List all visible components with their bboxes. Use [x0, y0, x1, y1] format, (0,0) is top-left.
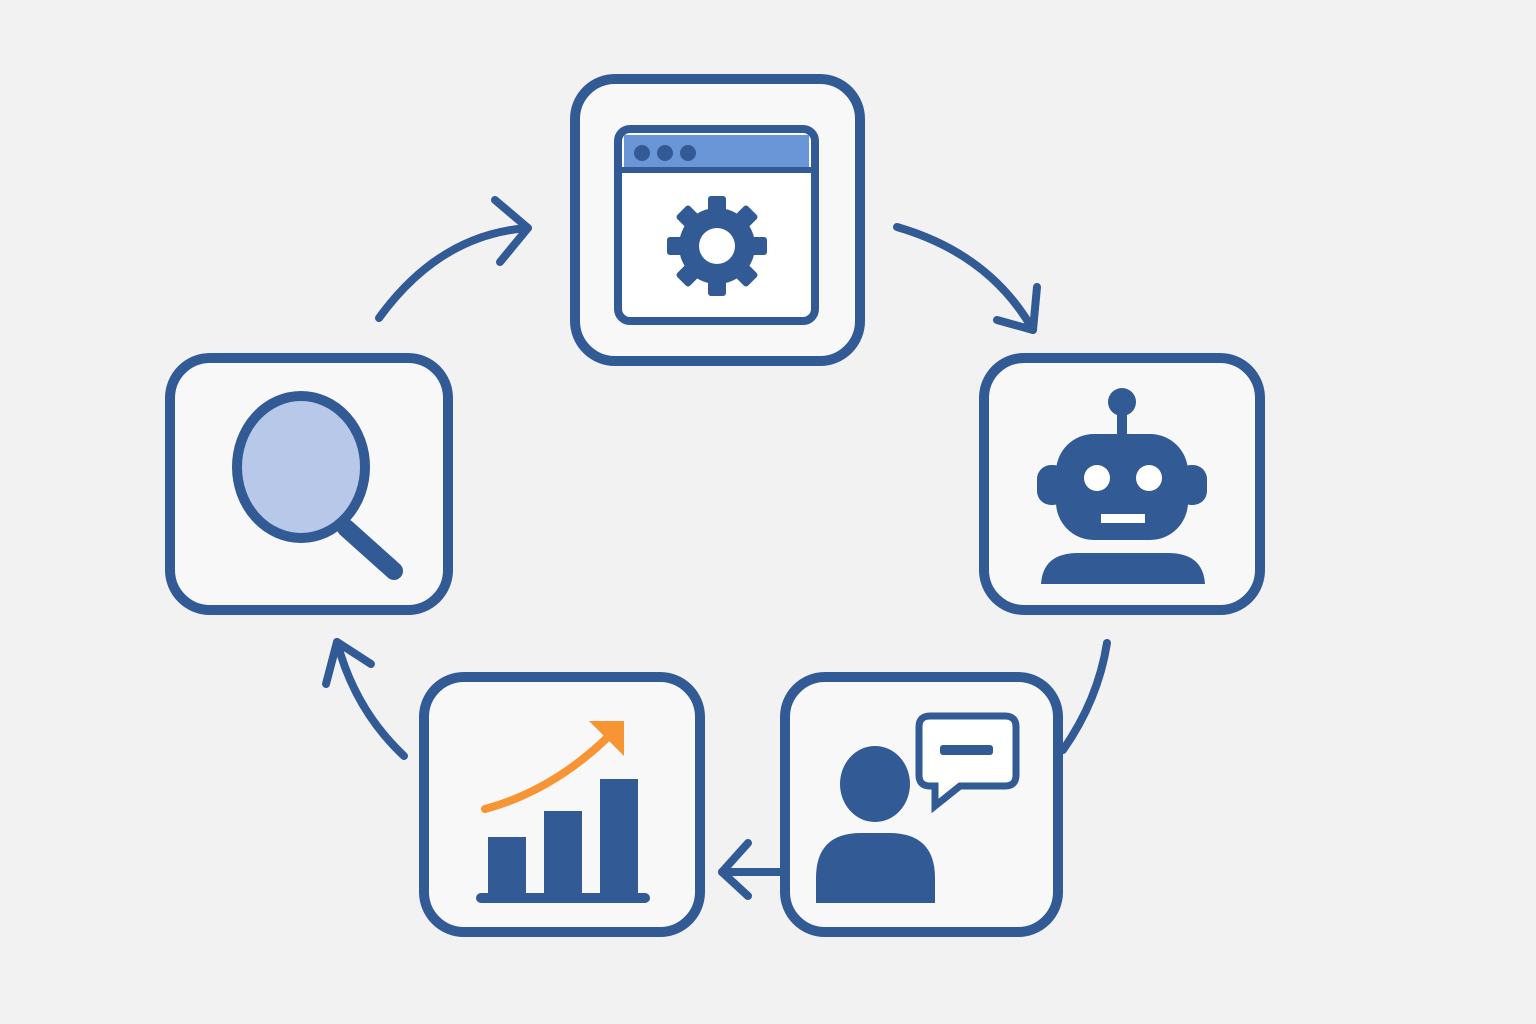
arrow-config-to-robot: [893, 223, 1041, 334]
flow-arrows: [322, 196, 1111, 900]
card-growth: [419, 672, 705, 937]
person-speech-icon: [816, 712, 1020, 903]
speech-bubble-icon: [915, 712, 1020, 814]
robot-icon: [1037, 388, 1207, 584]
trend-arrow-icon: [481, 721, 624, 813]
arrow-growth-to-search: [322, 638, 408, 760]
magnifier-icon: [232, 391, 403, 580]
card-robot: [979, 353, 1265, 615]
arrow-search-to-config: [375, 196, 532, 322]
card-search: [165, 353, 453, 615]
arrow-feedback-to-growth: [718, 839, 784, 900]
browser-gear-icon: [614, 125, 819, 325]
card-config: [570, 74, 865, 366]
gear-icon: [667, 196, 767, 296]
bar-chart-growth-icon: [476, 721, 650, 903]
arrow-robot-to-feedback: [1059, 639, 1111, 754]
card-feedback: [780, 672, 1063, 937]
